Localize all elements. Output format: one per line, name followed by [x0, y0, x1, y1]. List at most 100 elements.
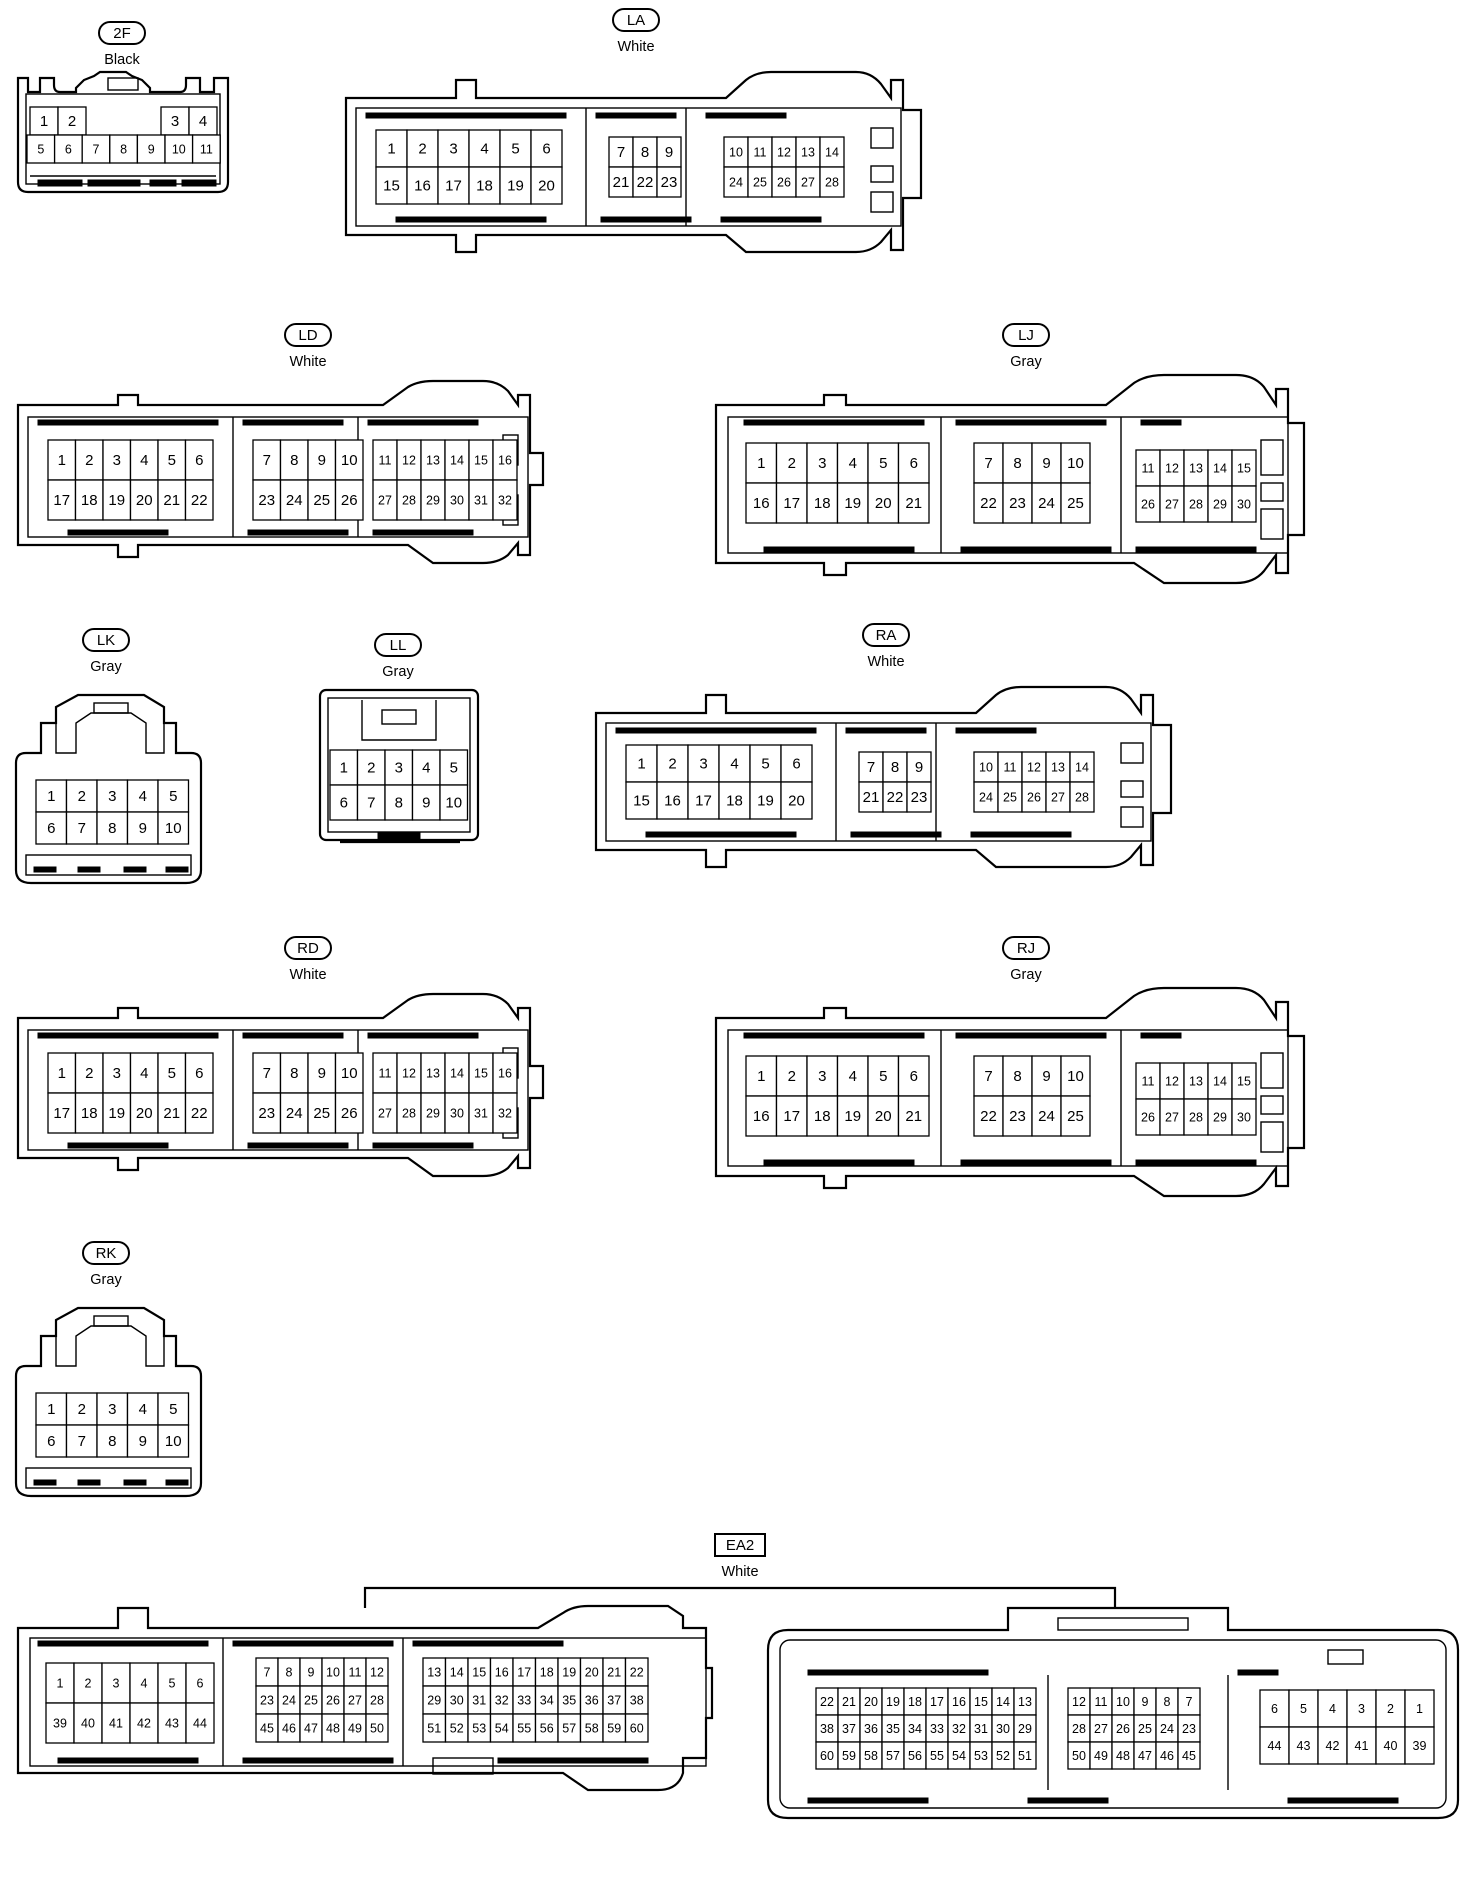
pin-cell [806, 1095, 839, 1137]
pin-cell [1013, 1741, 1037, 1770]
lock-frame [55, 1325, 165, 1367]
pin-cell [897, 442, 930, 484]
lock-tab [107, 77, 139, 91]
pin-number: 36 [585, 1693, 599, 1707]
pin-number: 10 [341, 452, 358, 469]
pin-number: 20 [136, 492, 153, 509]
connector-color: White [721, 1564, 758, 1580]
pin-number: 18 [476, 177, 493, 194]
pin-number: 28 [825, 175, 839, 189]
pin-cell [632, 136, 658, 168]
pin-number: 18 [726, 792, 743, 809]
pin-number: 25 [1138, 1722, 1152, 1736]
pin-number: 32 [498, 1106, 512, 1120]
pin-number: 19 [844, 495, 861, 512]
pin-cell [45, 1702, 75, 1744]
rib [600, 216, 692, 223]
pin-cell [365, 1713, 389, 1743]
pin-number: 48 [326, 1721, 340, 1735]
pin-cell [334, 1052, 364, 1094]
rib [1135, 1159, 1257, 1166]
connector-id-badge [82, 628, 130, 652]
pin-number: 9 [308, 1665, 315, 1679]
connector-id: RK [96, 1245, 117, 1262]
connector-id-badge [612, 8, 660, 32]
pin-number: 3 [818, 1068, 826, 1085]
pin-cell [439, 784, 469, 821]
latch [1120, 780, 1144, 798]
rib [955, 727, 1037, 734]
pin-number: 8 [395, 794, 403, 811]
pin-number: 22 [191, 1105, 208, 1122]
pin-cell [1231, 485, 1257, 523]
connector-color: White [289, 354, 326, 370]
pin-number: 11 [379, 453, 392, 467]
pin-number: 15 [474, 1066, 488, 1080]
pin-cell [65, 811, 98, 845]
rib [1140, 419, 1182, 426]
pin-number: 23 [258, 492, 275, 509]
housing-la [344, 70, 923, 254]
pin-number: 7 [263, 1065, 271, 1082]
pin-number: 19 [108, 492, 125, 509]
pin-cell [897, 1095, 930, 1137]
pin-number: 10 [326, 1665, 340, 1679]
connector-id-badge [1002, 936, 1050, 960]
pin-number: 12 [370, 1665, 384, 1679]
pin-number: 1 [47, 788, 55, 805]
pin-cell [656, 744, 689, 783]
pin-number: 9 [915, 759, 923, 776]
pin-number: 45 [260, 1721, 274, 1735]
lock-tab [1057, 1617, 1189, 1631]
pin-number: 20 [136, 1105, 153, 1122]
pin-number: 15 [1237, 461, 1251, 475]
pin-cell [867, 1095, 900, 1137]
pin-cell [35, 779, 68, 813]
pin-number: 11 [379, 1066, 392, 1080]
connector-id: LJ [1018, 327, 1034, 344]
lock-tab [93, 702, 129, 714]
pin-cell [745, 1055, 778, 1097]
pin-number: 31 [474, 1106, 488, 1120]
pin-number: 12 [402, 453, 416, 467]
pin-number: 17 [783, 1108, 800, 1125]
pin-number: 11 [349, 1665, 362, 1679]
pin-number: 18 [540, 1665, 554, 1679]
pin-cell [795, 166, 821, 198]
pin-cell [307, 479, 337, 521]
pin-number: 30 [450, 493, 464, 507]
pin-number: 12 [1072, 1695, 1086, 1709]
pin-cell [806, 482, 839, 524]
pin-cell [184, 1092, 214, 1134]
pin-cell [1060, 482, 1091, 524]
pin-cell [1021, 781, 1047, 813]
pin-number: 13 [1189, 1074, 1203, 1088]
pin-number: 3 [108, 1401, 116, 1418]
connector-id: 2F [113, 25, 131, 42]
pin-number: 43 [165, 1716, 179, 1730]
connector-color: Gray [1010, 967, 1042, 983]
pin-number: 23 [1009, 495, 1026, 512]
pin-number: 21 [163, 492, 180, 509]
pin-cell [1159, 485, 1185, 523]
pin-cell [157, 1424, 190, 1458]
pin-number: 7 [867, 759, 875, 776]
pin-number: 20 [585, 1665, 599, 1679]
rib [37, 1032, 219, 1039]
pin-number: 16 [664, 792, 681, 809]
latch [870, 165, 894, 183]
pin-number: 1 [757, 1068, 765, 1085]
pin-number: 10 [341, 1065, 358, 1082]
pin-cell [53, 134, 83, 164]
pin-number: 15 [472, 1665, 486, 1679]
pin-number: 58 [585, 1721, 599, 1735]
pin-cell [356, 784, 386, 821]
pin-number: 18 [908, 1695, 922, 1709]
pin-cell [47, 1052, 77, 1094]
pin-cell [492, 1052, 518, 1094]
pin-cell [836, 1055, 869, 1097]
pin-cell [836, 442, 869, 484]
pin-number: 46 [282, 1721, 296, 1735]
rib [123, 866, 147, 873]
pin-cell [157, 811, 190, 845]
